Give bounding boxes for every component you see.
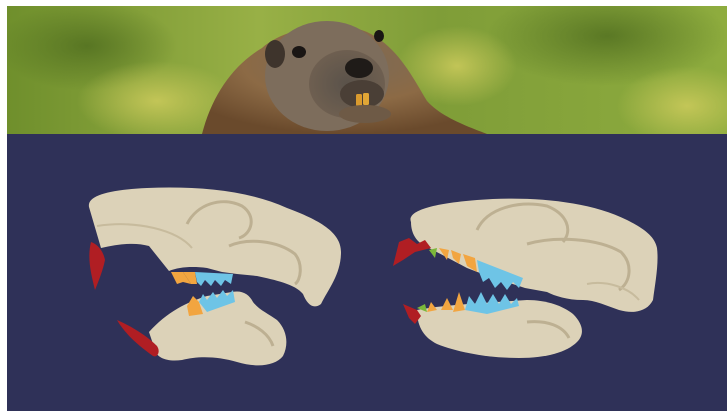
slide-frame (7, 6, 727, 411)
carnivore-lower-premolars (427, 292, 465, 312)
rodent-cranium (89, 188, 341, 307)
rodent-upper-incisor (89, 242, 105, 290)
skull-diagram (7, 134, 727, 411)
carnivore-upper-small-tooth (429, 248, 437, 258)
carnivore-skull-icon (393, 199, 658, 358)
marmot-photo (7, 6, 727, 134)
carnivore-upper-canine (393, 238, 431, 266)
rodent-upper-molars (195, 272, 233, 286)
rodent-skull-icon (89, 188, 341, 366)
